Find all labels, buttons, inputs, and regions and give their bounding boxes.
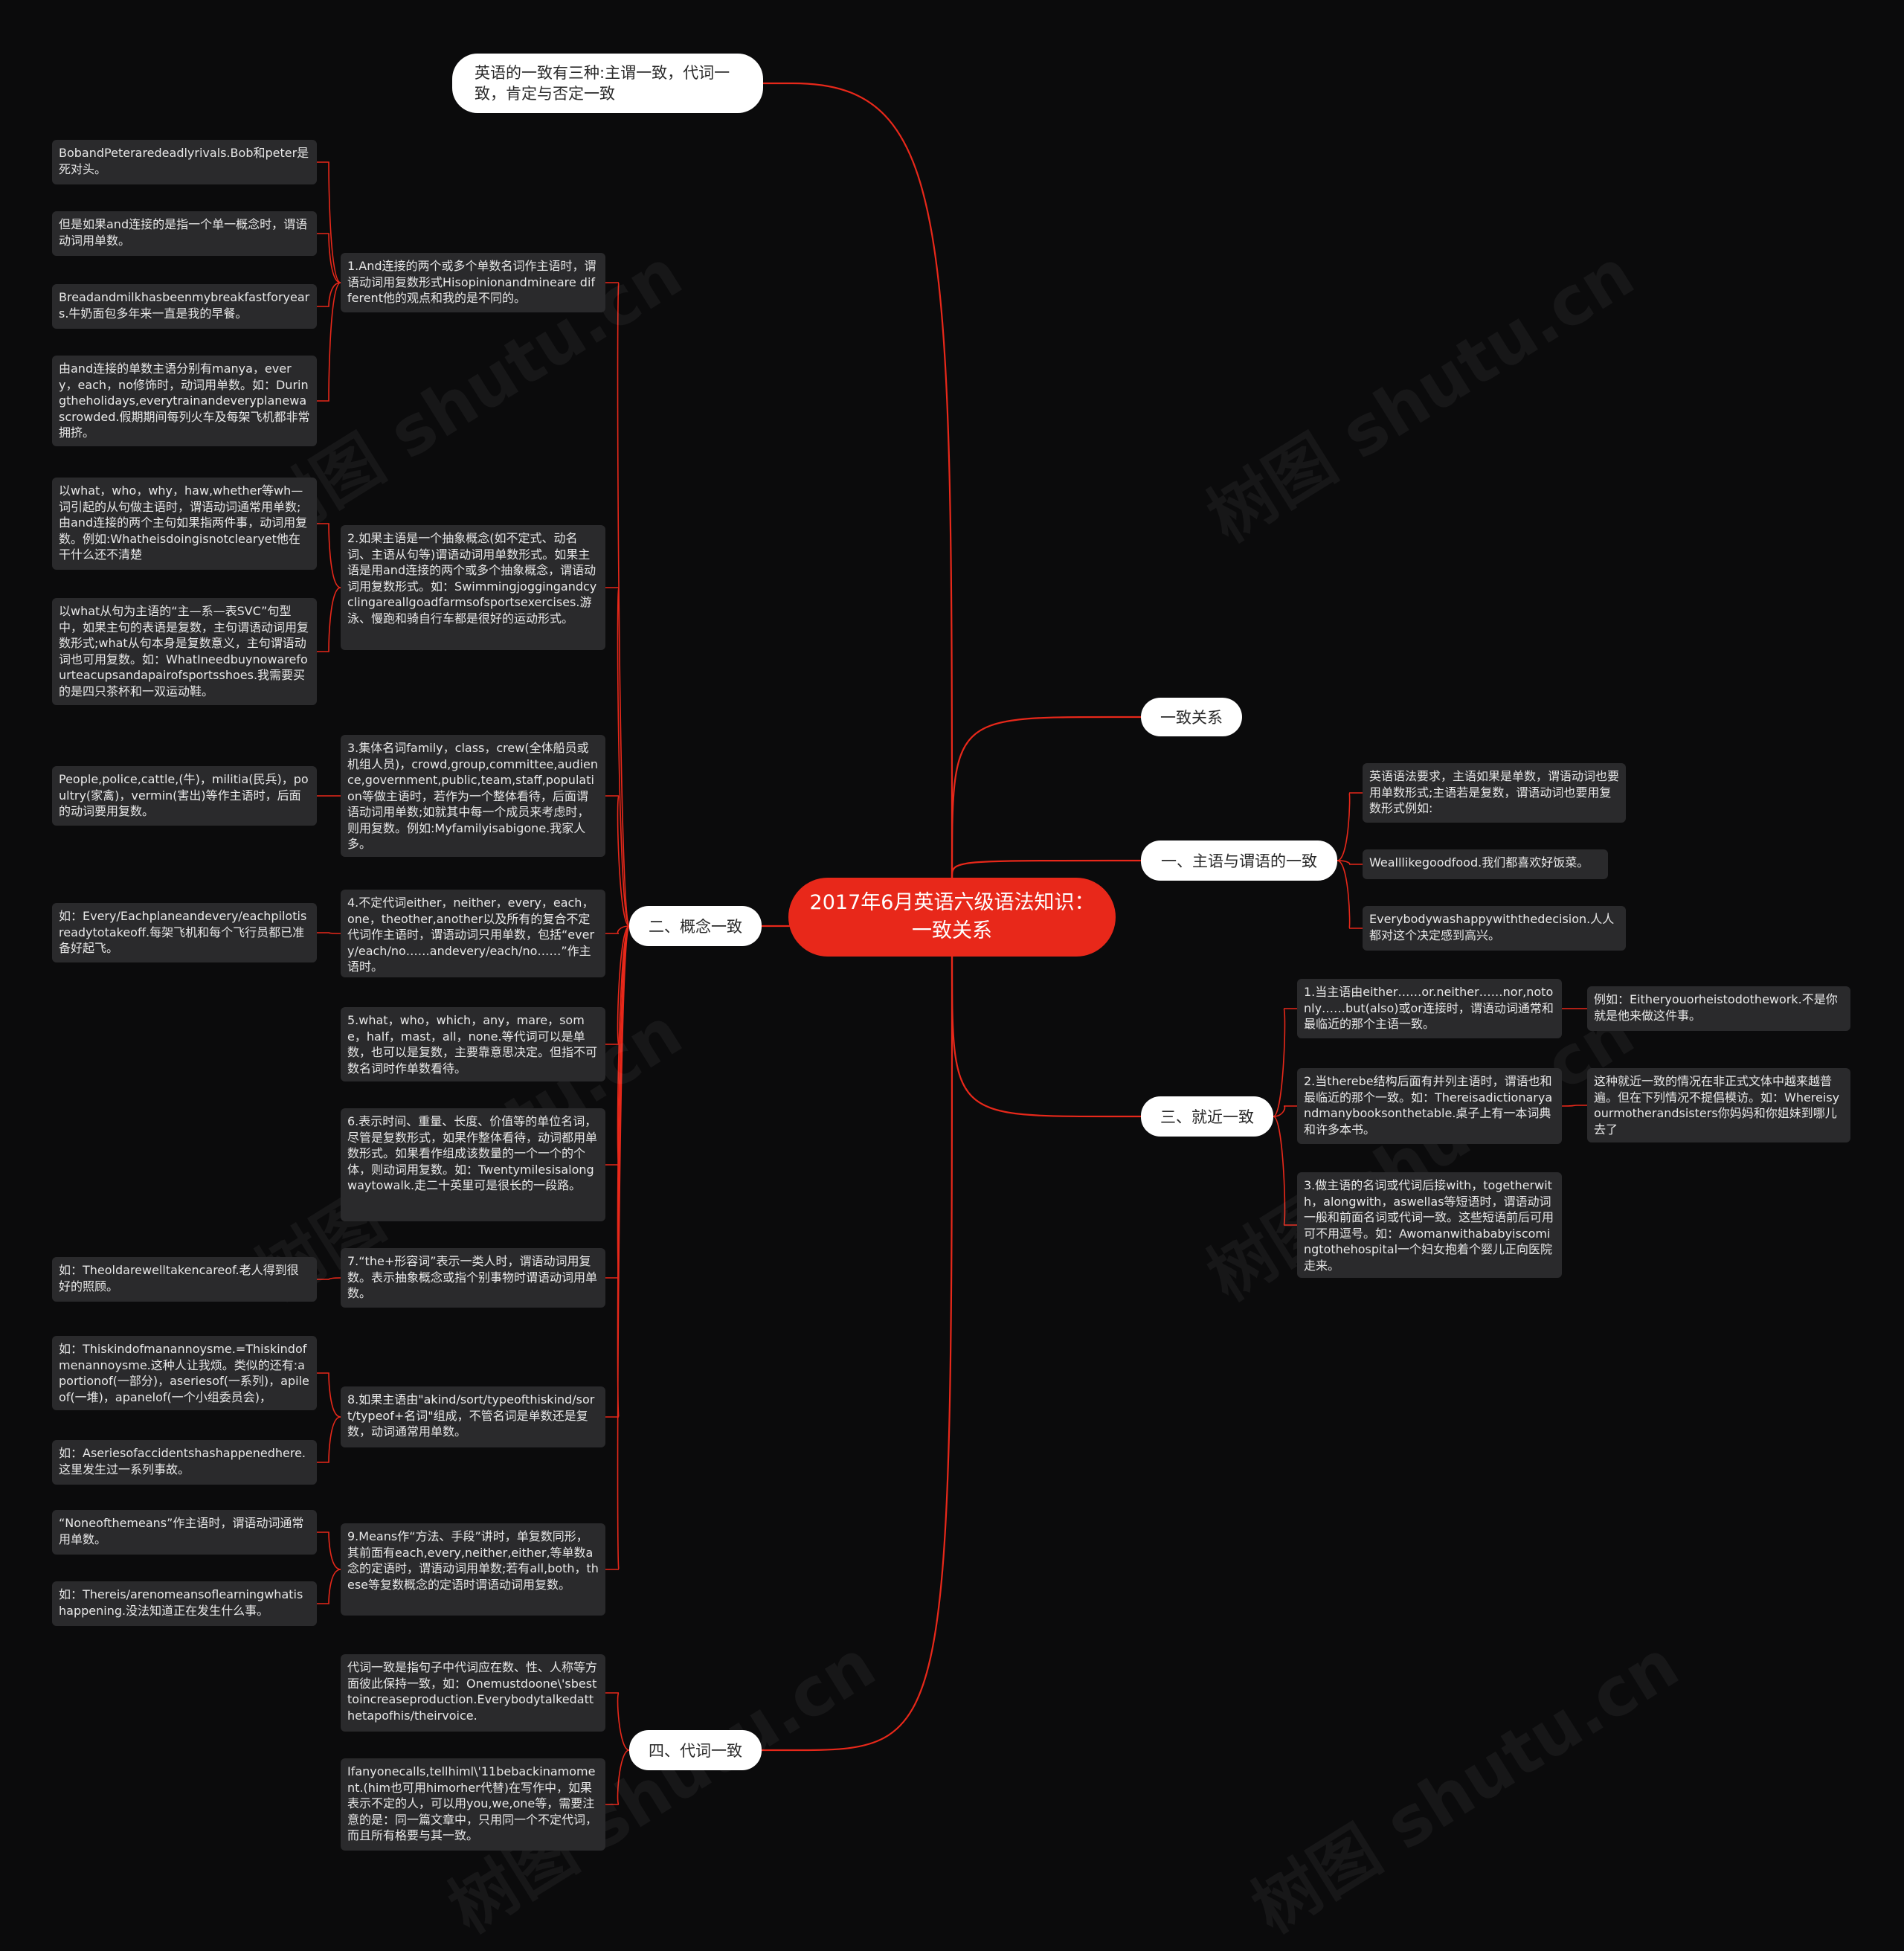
- notional-note: 如：Thiskindofmanannoysme.=Thiskindofmenan…: [52, 1336, 317, 1410]
- notional-item: 3.集体名词family，class，crew(全体船员或机组人员)，crowd…: [341, 735, 605, 857]
- notional-item: 7.“the+形容词”表示一类人时，谓语动词用复数。表示抽象概念或指个别事物时谓…: [341, 1248, 605, 1308]
- connector-line: [605, 1749, 630, 1805]
- connector-line: [317, 233, 341, 283]
- notional-note: BobandPeteraredeadlyrivals.Bob和peter是死对头…: [52, 140, 317, 184]
- connector-line: [1337, 792, 1363, 861]
- notional-note: 如：Aseriesofaccidentshashappenedhere.这里发生…: [52, 1440, 317, 1485]
- connector-line: [317, 1372, 341, 1418]
- connector-line: [605, 1692, 630, 1751]
- notional-item: 4.不定代词either，neither，every，each，one，theo…: [341, 890, 605, 977]
- notional-note: 如：Theoldarewelltakencareof.老人得到很好的照顾。: [52, 1257, 317, 1302]
- connector-line: [317, 161, 341, 283]
- connector-line: [317, 1569, 341, 1604]
- topic-yizhi-guanxi[interactable]: 一致关系: [1141, 698, 1242, 736]
- connector-line: [605, 795, 630, 927]
- connector-line: [1273, 1105, 1297, 1117]
- subject-verb-item: Everybodywashappywiththedecision.人人都对这个决…: [1363, 906, 1626, 951]
- notional-item: 2.如果主语是一个抽象概念(如不定式、动名词、主语从句等)谓语动词用单数形式。如…: [341, 525, 605, 650]
- proximity-note: 这种就近一致的情况在非正式文体中越来越普遍。但在下列情况不提倡模访。如：Wher…: [1587, 1068, 1850, 1142]
- connector-line: [317, 587, 341, 652]
- connector-line: [951, 859, 1141, 878]
- notional-note: People,police,cattle,(牛)，militia(民兵)，pou…: [52, 766, 317, 826]
- notional-item: 9.Means作“方法、手段”讲时，单复数同形，其前面有each,every,n…: [341, 1523, 605, 1616]
- connector-line: [951, 956, 1141, 1118]
- connector-line: [317, 1531, 341, 1570]
- connector-line: [317, 523, 341, 588]
- proximity-item: 1.当主语由either……or.neither……nor,notonly……b…: [1297, 979, 1562, 1038]
- connector-line: [317, 1416, 341, 1463]
- notional-note: 以what，who，why，haw,whether等wh—词引起的从句做主语时，…: [52, 478, 317, 570]
- proximity-note: 例如：Eitheryouorheistodothework.不是你就是他来做这件…: [1587, 986, 1850, 1031]
- topic-subject-verb[interactable]: 一、主语与谓语的一致: [1141, 840, 1337, 881]
- connector-line: [605, 925, 630, 1045]
- connector-line: [317, 282, 341, 307]
- connector-line: [1273, 1008, 1297, 1117]
- connector-line: [1561, 1105, 1587, 1107]
- connector-line: [317, 1277, 341, 1280]
- notional-item: 6.表示时间、重量、长度、价值等的单位名词，尽管是复数形式，如果作整体看待，动词…: [341, 1108, 605, 1221]
- notional-note: Breadandmilkhasbeenmybreakfastforyears.牛…: [52, 284, 317, 329]
- notional-note: 由and连接的单数主语分别有manya，every，each，no修饰时，动词用…: [52, 356, 317, 446]
- notional-item: 1.And连接的两个或多个单数名词作主语时，谓语动词用复数形式Hisopinio…: [341, 253, 605, 312]
- proximity-item: 2.当therebe结构后面有并列主语时，谓语也和最临近的那个一致。如：Ther…: [1297, 1068, 1562, 1144]
- topic-proximity[interactable]: 三、就近一致: [1141, 1096, 1273, 1137]
- topic-notional[interactable]: 二、概念一致: [629, 906, 762, 946]
- connector-line: [605, 925, 630, 1418]
- connector-lines: [317, 82, 1587, 1805]
- pronoun-item: Ifanyonecalls,tellhiml\'11bebackinamomen…: [341, 1758, 605, 1851]
- notional-note: 以what从句为主语的“主—系—表SVC”句型中，如果主句的表语是复数，主句谓语…: [52, 598, 317, 705]
- connector-line: [605, 587, 630, 927]
- topic-pronoun[interactable]: 四、代词一致: [629, 1730, 762, 1770]
- pronoun-item: 代词一致是指句子中代词应在数、性、人称等方面彼此保持一致，如：Onemustdo…: [341, 1654, 605, 1732]
- root-topic[interactable]: 2017年6月英语六级语法知识：一致关系: [788, 878, 1116, 957]
- connector-line: [762, 956, 953, 1752]
- subject-verb-item: Wealllikegoodfood.我们都喜欢好饭菜。: [1363, 849, 1608, 879]
- connector-line: [763, 82, 953, 878]
- connector-line: [317, 282, 341, 402]
- proximity-item: 3.做主语的名词或代词后接with，togetherwith，alongwith…: [1297, 1172, 1562, 1278]
- connector-line: [1337, 860, 1363, 929]
- connector-line: [1273, 1116, 1297, 1226]
- notional-note: 如：Thereis/arenomeansoflearningwhatishapp…: [52, 1581, 317, 1626]
- subject-verb-item: 英语语法要求，主语如果是单数，谓语动词也要用单数形式;主语若是复数，谓语动词也要…: [1363, 763, 1626, 823]
- notional-item: 5.what，who，which，any，mare，some，half，mast…: [341, 1007, 605, 1081]
- notional-note: 如：Every/Eachplaneandevery/eachpilotisrea…: [52, 903, 317, 962]
- connector-line: [605, 925, 630, 1570]
- notional-note: “Noneofthemeans”作主语时，谓语动词通常用单数。: [52, 1510, 317, 1555]
- connector-line: [1337, 860, 1363, 865]
- notional-note: 但是如果and连接的是指一个单一概念时，谓语动词用单数。: [52, 211, 317, 256]
- notional-item: 8.如果主语由"akind/sort/typeofthiskind/sort/t…: [341, 1386, 605, 1447]
- mindmap-canvas: 树图 shutu.cn 树图 shutu.cn 树图 shutu.cn 树图 s…: [52, 54, 1850, 1948]
- connector-line: [951, 716, 1141, 878]
- connector-line: [605, 925, 630, 934]
- topic-intro[interactable]: 英语的一致有三种:主谓一致，代词一致，肯定与否定一致: [452, 54, 763, 113]
